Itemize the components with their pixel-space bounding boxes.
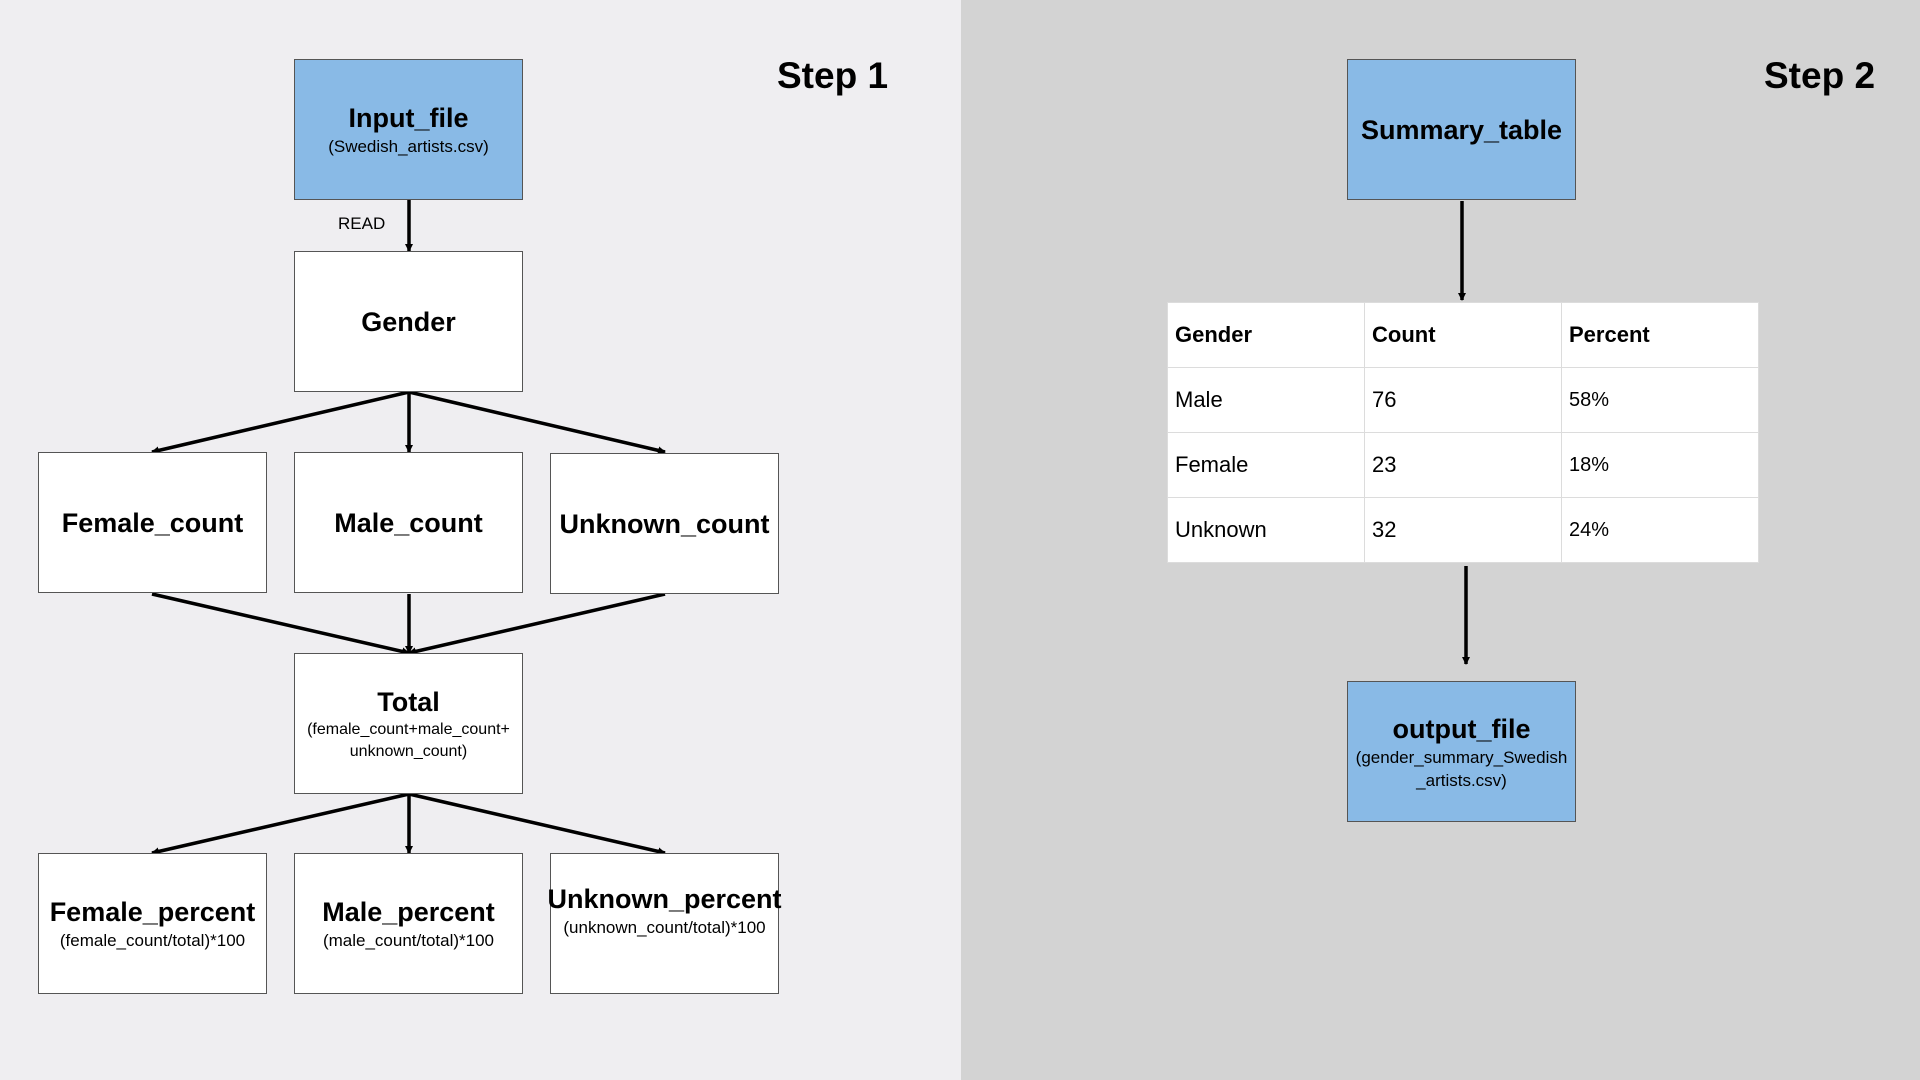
- female-count-title: Female_count: [61, 507, 244, 538]
- total-node: Total (female_count+male_count+ unknown_…: [294, 653, 523, 794]
- summary-table-node: Summary_table: [1347, 59, 1576, 200]
- output-file-subtitle: (gender_summary_Swedish_artists.csv): [1355, 747, 1568, 790]
- output-file-node: output_file (gender_summary_Swedish_arti…: [1347, 681, 1576, 822]
- unknown-count-title: Unknown_count: [559, 508, 770, 539]
- cell-gender: Unknown: [1167, 497, 1365, 563]
- cell-count: 76: [1364, 367, 1562, 433]
- female-percent-node: Female_percent (female_count/total)*100: [38, 853, 267, 994]
- female-count-node: Female_count: [38, 452, 267, 593]
- header-count: Count: [1364, 302, 1562, 368]
- male-count-title: Male_count: [334, 507, 483, 538]
- cell-gender: Male: [1167, 367, 1365, 433]
- cell-percent: 58%: [1561, 367, 1759, 433]
- gender-title: Gender: [361, 306, 456, 337]
- summary-table: Gender Count Percent Male 76 58% Female …: [1167, 302, 1759, 563]
- unknown-percent-node: Unknown_percent (unknown_count/total)*10…: [547, 853, 782, 994]
- unknown-percent-title: Unknown_percent: [547, 884, 782, 914]
- table-row: Male 76 58%: [1167, 367, 1759, 433]
- female-percent-title: Female_percent: [49, 897, 256, 927]
- cell-percent: 24%: [1561, 497, 1759, 563]
- total-formula: (female_count+male_count+ unknown_count): [307, 720, 510, 760]
- male-percent-title: Male_percent: [322, 897, 495, 927]
- male-percent-node: Male_percent (male_count/total)*100: [294, 853, 523, 994]
- step2-title: Step 2: [1764, 55, 1876, 96]
- total-title: Total: [377, 686, 440, 717]
- summary-table-title: Summary_table: [1360, 114, 1563, 145]
- input-file-title: Input_file: [348, 103, 469, 133]
- gender-node: Gender: [294, 251, 523, 392]
- table-row: Female 23 18%: [1167, 432, 1759, 498]
- table-row: Unknown 32 24%: [1167, 497, 1759, 563]
- unknown-percent-formula: (unknown_count/total)*100: [563, 918, 766, 937]
- cell-gender: Female: [1167, 432, 1365, 498]
- male-count-node: Male_count: [294, 452, 523, 593]
- unknown-count-node: Unknown_count: [550, 453, 779, 594]
- male-percent-formula: (male_count/total)*100: [322, 931, 495, 950]
- step1-title: Step 1: [777, 55, 889, 96]
- input-file-node: Input_file (Swedish_artists.csv): [294, 59, 523, 200]
- input-file-subtitle: (Swedish_artists.csv): [328, 137, 489, 156]
- header-percent: Percent: [1561, 302, 1759, 368]
- header-gender: Gender: [1167, 302, 1365, 368]
- cell-percent: 18%: [1561, 432, 1759, 498]
- read-label: READ: [338, 214, 386, 233]
- cell-count: 23: [1364, 432, 1562, 498]
- female-percent-formula: (female_count/total)*100: [59, 931, 246, 950]
- output-file-title: output_file: [1392, 713, 1531, 744]
- cell-count: 32: [1364, 497, 1562, 563]
- table-header-row: Gender Count Percent: [1167, 302, 1759, 368]
